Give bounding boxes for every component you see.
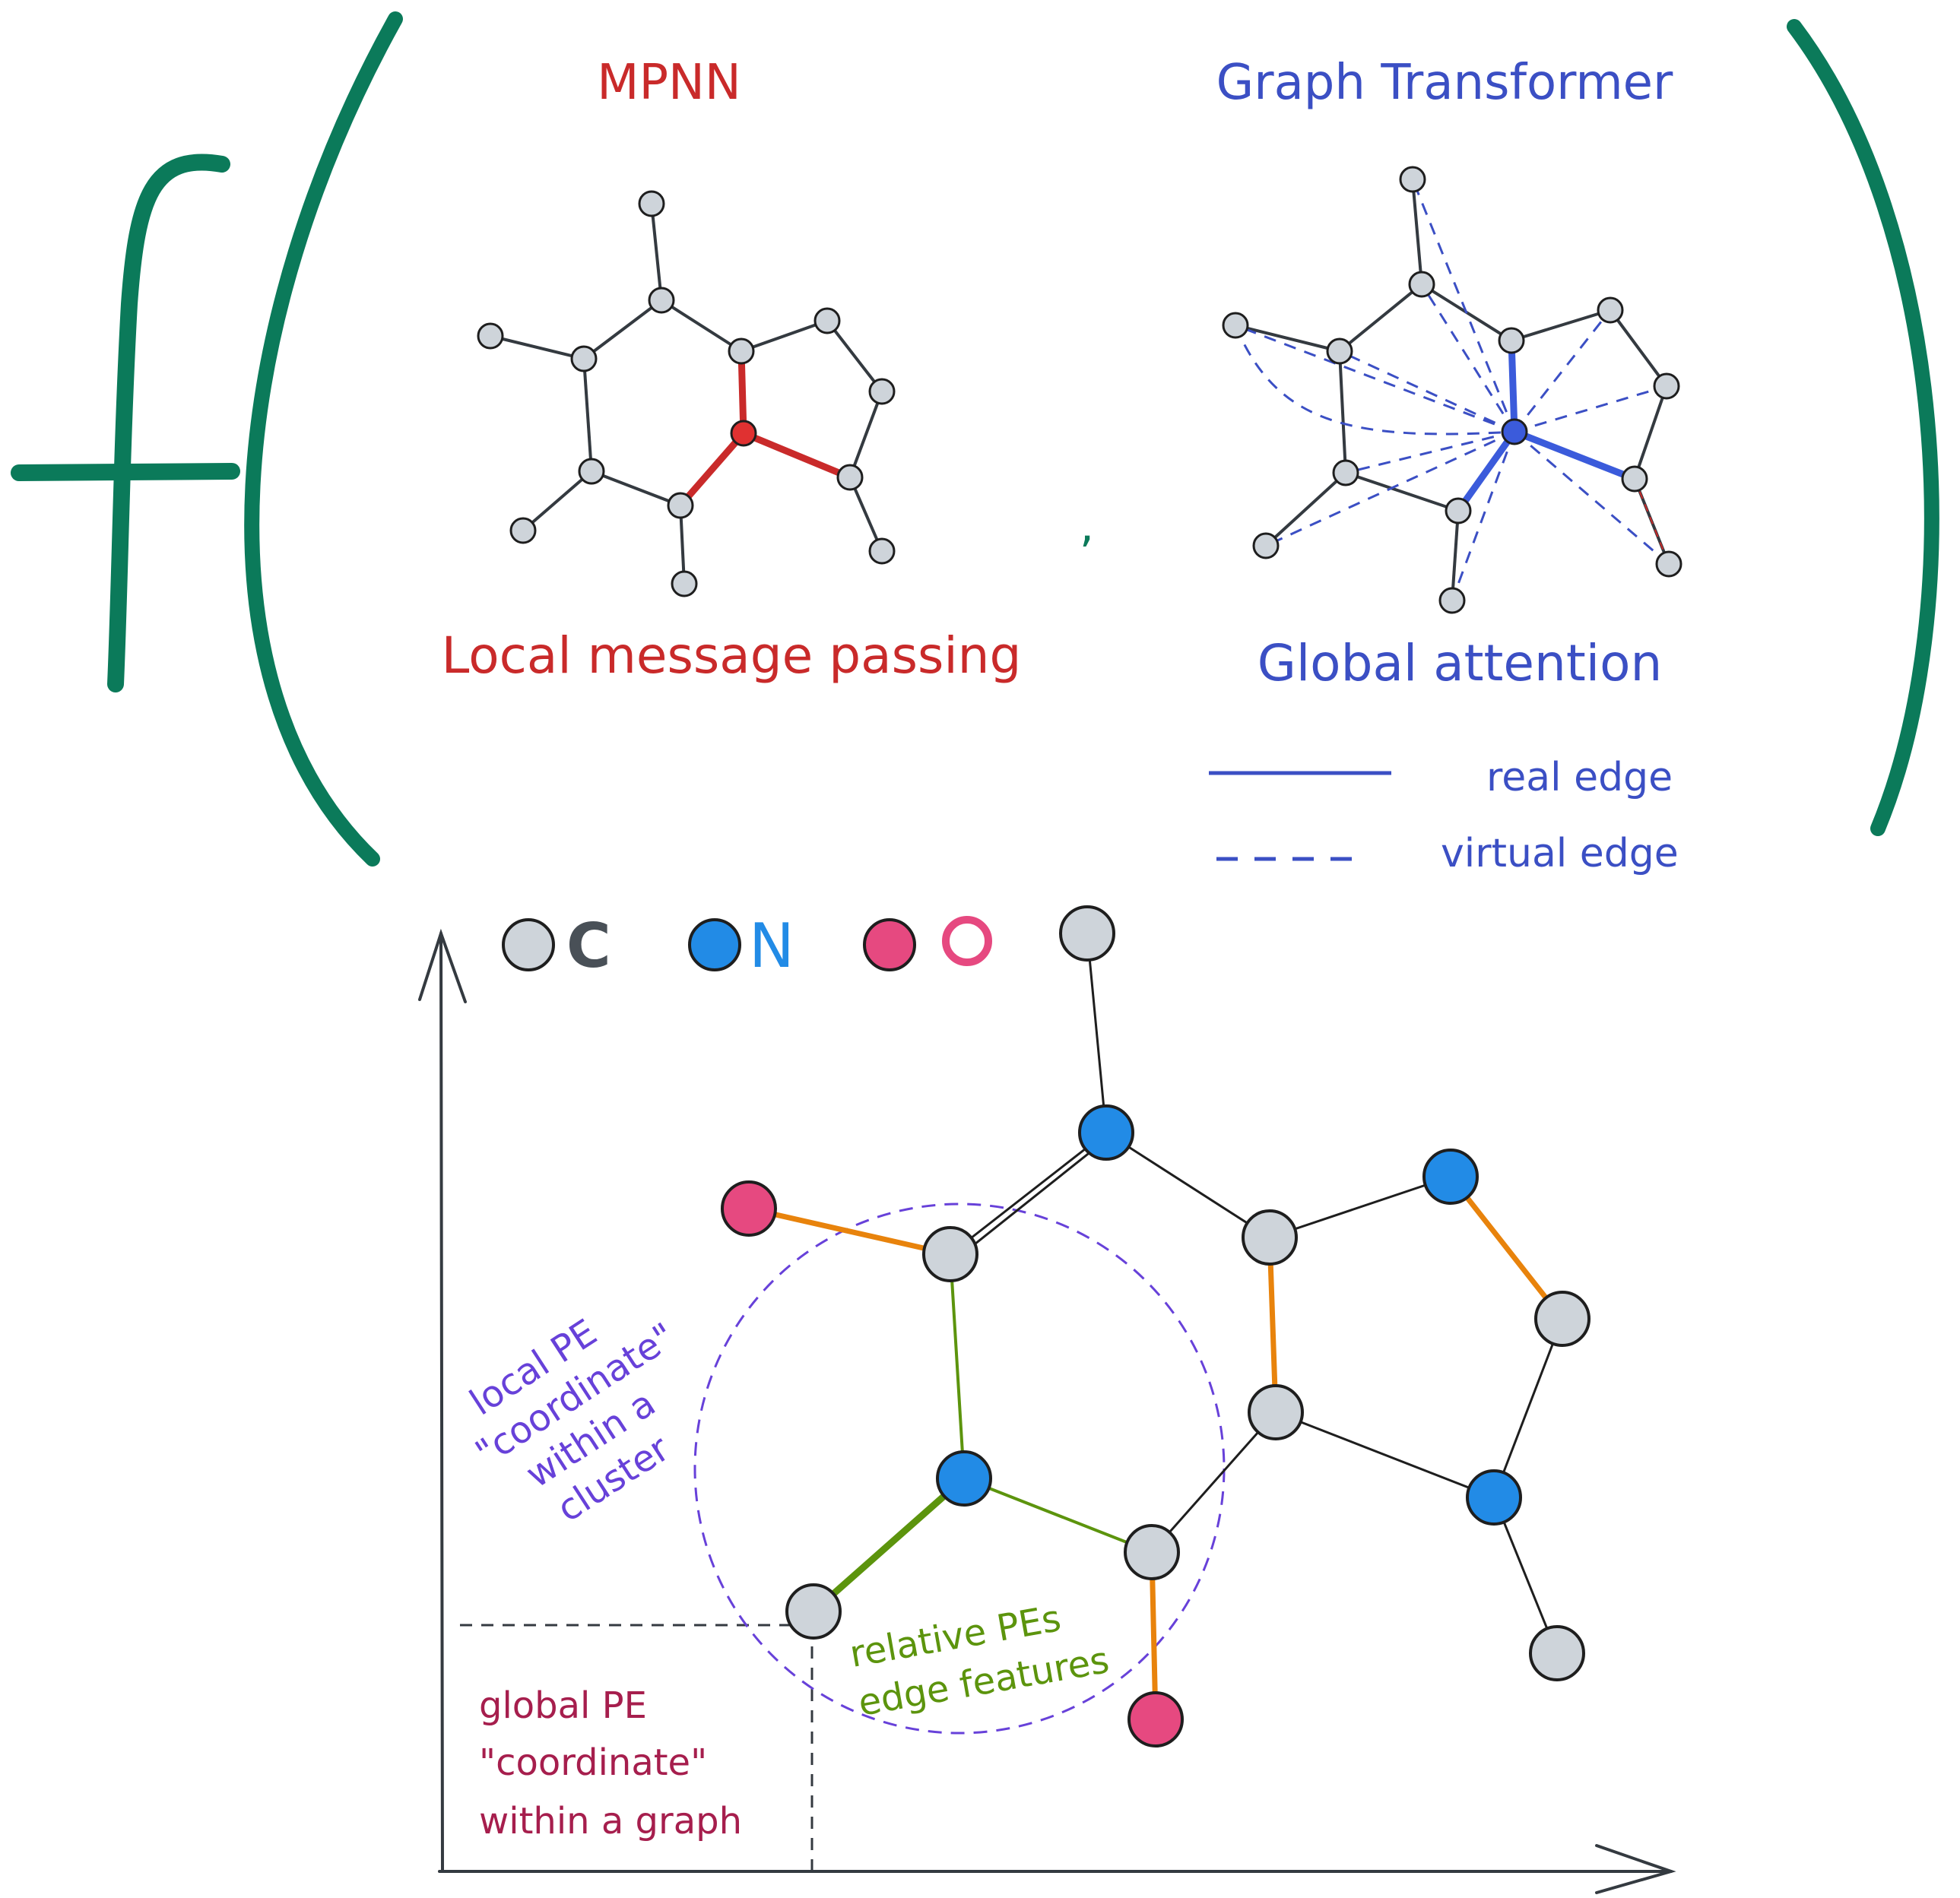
virtual-edge-label: virtual edge <box>1441 831 1679 876</box>
oxygen-swatch-icon <box>863 918 916 971</box>
carbon-atom <box>1059 905 1115 962</box>
mpnn-atom <box>868 537 896 565</box>
nitrogen-atom <box>936 1450 992 1507</box>
right-parenthesis-icon <box>1787 19 1939 836</box>
function-f-icon <box>11 154 240 692</box>
gt-virtual-edges <box>1234 179 1670 601</box>
mpnn-atom <box>509 517 537 544</box>
nitrogen-atom <box>1466 1469 1522 1526</box>
gt-atom <box>1408 271 1435 298</box>
x-axis-arrowhead-icon <box>1595 1844 1676 1894</box>
gt-atom <box>1252 532 1280 559</box>
mpnn-message-edges <box>677 347 854 509</box>
carbon-atom <box>922 1226 978 1282</box>
gt-atoms <box>1222 166 1682 614</box>
mpnn-atom <box>728 337 755 365</box>
local-cluster-circle <box>693 1202 1226 1735</box>
gt-atom <box>1621 465 1648 493</box>
mpnn-atom <box>477 322 504 350</box>
nitrogen-swatch-icon <box>688 918 741 971</box>
carbon-atom <box>1124 1524 1180 1580</box>
gt-atom <box>1438 587 1466 614</box>
gt-atom <box>1653 372 1680 400</box>
local-mp-caption: Local message passing <box>442 626 1022 685</box>
mpnn-atom <box>667 492 694 519</box>
oxygen-atom <box>721 1180 777 1237</box>
carbon-atom <box>1534 1291 1591 1347</box>
mpnn-atoms <box>477 190 896 597</box>
mpnn-atom <box>836 464 864 491</box>
gt-atom <box>1326 337 1353 365</box>
atom-legend: C N O <box>502 911 992 981</box>
mpnn-atom <box>868 378 896 405</box>
gt-atom <box>1498 327 1525 354</box>
nitrogen-atom <box>1078 1104 1134 1161</box>
gt-atom <box>1597 296 1624 324</box>
pe-axes <box>418 928 1676 1894</box>
global-pe-line: "coordinate" <box>479 1741 707 1784</box>
global-pe-annotation: global PE "coordinate" within a graph <box>479 1684 742 1843</box>
carbon-atom <box>1248 1384 1304 1440</box>
carbon-legend-label: C <box>566 911 611 981</box>
gt-attention-edges <box>1454 337 1638 515</box>
mpnn-atom <box>570 345 598 372</box>
mpnn-graph <box>477 190 896 597</box>
edge-legend: real edge virtual edge <box>1209 755 1679 876</box>
global-pe-line: within a graph <box>479 1800 742 1843</box>
mpnn-atom <box>638 190 665 217</box>
gt-atom <box>1222 312 1249 339</box>
relative-pe-annotation: relative PEs edge features <box>847 1597 1113 1725</box>
gt-center-atom <box>1501 418 1528 445</box>
oxygen-atom <box>1127 1691 1184 1747</box>
separator-comma: , <box>1080 499 1094 553</box>
carbon-atom <box>785 1583 842 1640</box>
oxygen-ring-icon <box>942 916 992 966</box>
gt-real-edges <box>1235 179 1670 601</box>
carbon-atom <box>1529 1625 1585 1681</box>
y-axis <box>439 932 444 1873</box>
graph-transformer-title: Graph Transformer <box>1216 55 1673 111</box>
global-attention-caption: Global attention <box>1258 634 1663 692</box>
real-edge-label: real edge <box>1486 755 1673 800</box>
mpnn-atom <box>813 307 841 334</box>
mpnn-atom <box>648 287 675 314</box>
mpnn-title: MPNN <box>597 55 741 111</box>
mpnn-atom <box>578 458 605 485</box>
global-pe-line: global PE <box>479 1684 647 1727</box>
mpnn-center-atom <box>730 420 757 447</box>
gt-atom <box>1332 459 1359 486</box>
nitrogen-legend-label: N <box>749 911 794 981</box>
molecule-atoms <box>721 905 1591 1747</box>
left-parenthesis-icon <box>244 11 403 867</box>
nitrogen-atom <box>1422 1149 1479 1205</box>
mpnn-edges <box>490 203 883 585</box>
molecule-green-edges <box>810 1253 1153 1615</box>
mpnn-atom <box>671 570 698 597</box>
global-pe-guides <box>460 1624 813 1871</box>
gt-atom <box>1445 497 1472 524</box>
gt-atom <box>1655 550 1682 578</box>
gt-atom <box>1399 166 1426 193</box>
local-pe-annotation: local PE "coordinate" within a cluster <box>462 1311 683 1531</box>
molecule-graph <box>721 905 1591 1747</box>
carbon-swatch-icon <box>502 918 555 971</box>
carbon-atom <box>1242 1209 1298 1266</box>
gt-graph <box>1222 166 1682 614</box>
molecule-plain-edges <box>950 933 1564 1654</box>
gt-highlight-edge <box>1634 478 1670 565</box>
y-axis-arrowhead-icon <box>418 928 467 1003</box>
